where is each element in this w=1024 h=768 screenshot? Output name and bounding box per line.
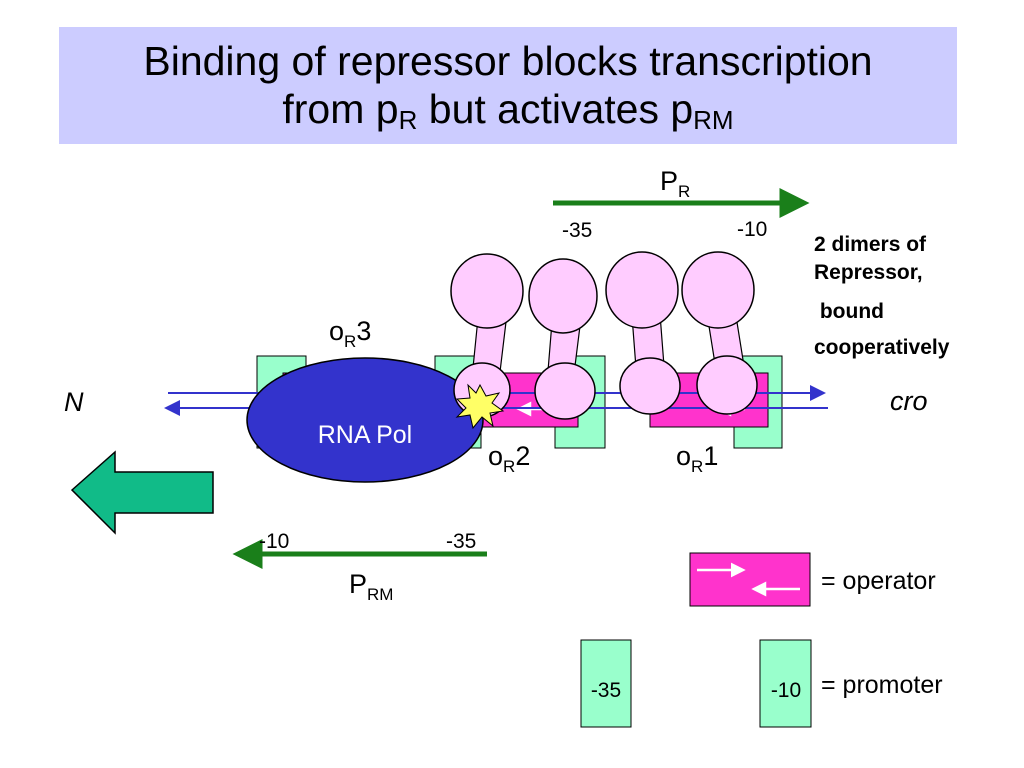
repressor-c-domain [534,362,596,420]
legend-promoter-box-label: -35 [591,679,621,702]
legend-operator: = operator [689,552,936,607]
pr-label: PR [660,166,690,201]
title-line-1: Binding of repressor blocks transcriptio… [143,38,873,84]
repressor-n-domain [681,251,755,329]
repressor-note-line-1: 2 dimers of [814,233,927,256]
legend-operator-label: = operator [821,567,936,595]
prm-minus35-label: -35 [446,530,476,553]
pr-minus10-label: -10 [737,218,767,241]
legend-promoter-box-label: -10 [771,679,801,702]
title-subscript: RM [693,105,734,135]
or3-label: oR3 [329,316,371,351]
rna-pol-label: RNA Pol [318,421,412,449]
prm-minus10-label: -10 [259,530,289,553]
rna-polymerase [246,357,484,483]
title-text: but activates p [417,86,694,132]
title-subscript: R [398,105,418,135]
activation-contact-burst [455,383,505,430]
title-banner: Binding of repressor blocks transcriptio… [59,27,957,144]
repressor-n-domain [605,251,679,329]
repressor-note-line-3: bound [814,300,884,323]
gene-cro-label: cro [890,386,928,416]
legend-promoter: -35 -10 = promoter [580,639,943,728]
title-text: from p [282,86,399,132]
prm-label: PRM [349,569,393,604]
repressor-note-line-2: Repressor, [814,261,923,284]
legend-operator-swatch [689,552,811,607]
legend-promoter-box [759,639,812,728]
pr-minus35-label: -35 [562,219,592,242]
repressor-c-domain [696,355,758,415]
gene-n-label: N [64,387,84,417]
repressor-n-domain [450,253,524,329]
repressor-c-domain [619,357,681,415]
repressor-note-line-4: cooperatively [814,336,950,359]
gene-n-direction-arrow [70,450,214,535]
legend-promoter-box [580,639,632,728]
or2-label: oR2 [488,441,530,476]
repressor-n-domain [528,258,598,334]
title-line-2: from pR but activates pRM [59,85,957,133]
legend-promoter-label: = promoter [821,671,943,699]
or1-label: oR1 [676,441,718,476]
